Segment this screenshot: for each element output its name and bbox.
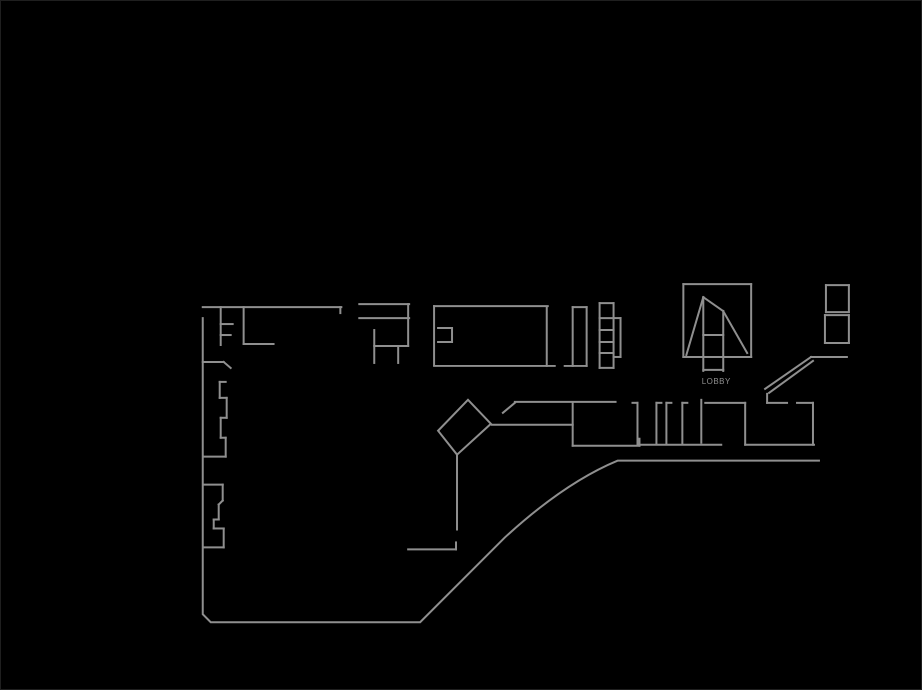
wall-path	[436, 398, 493, 457]
wall-segment	[721, 309, 749, 355]
wall-segment	[767, 359, 815, 395]
floor-plan-walls	[201, 283, 850, 624]
lobby-label: LOBBY	[702, 377, 731, 386]
wall-segment	[763, 355, 813, 391]
wall-path	[201, 317, 820, 624]
wall-segment	[222, 360, 233, 370]
wall-segment	[701, 295, 725, 313]
wall-segment	[501, 401, 517, 415]
wall-segment	[685, 295, 705, 357]
